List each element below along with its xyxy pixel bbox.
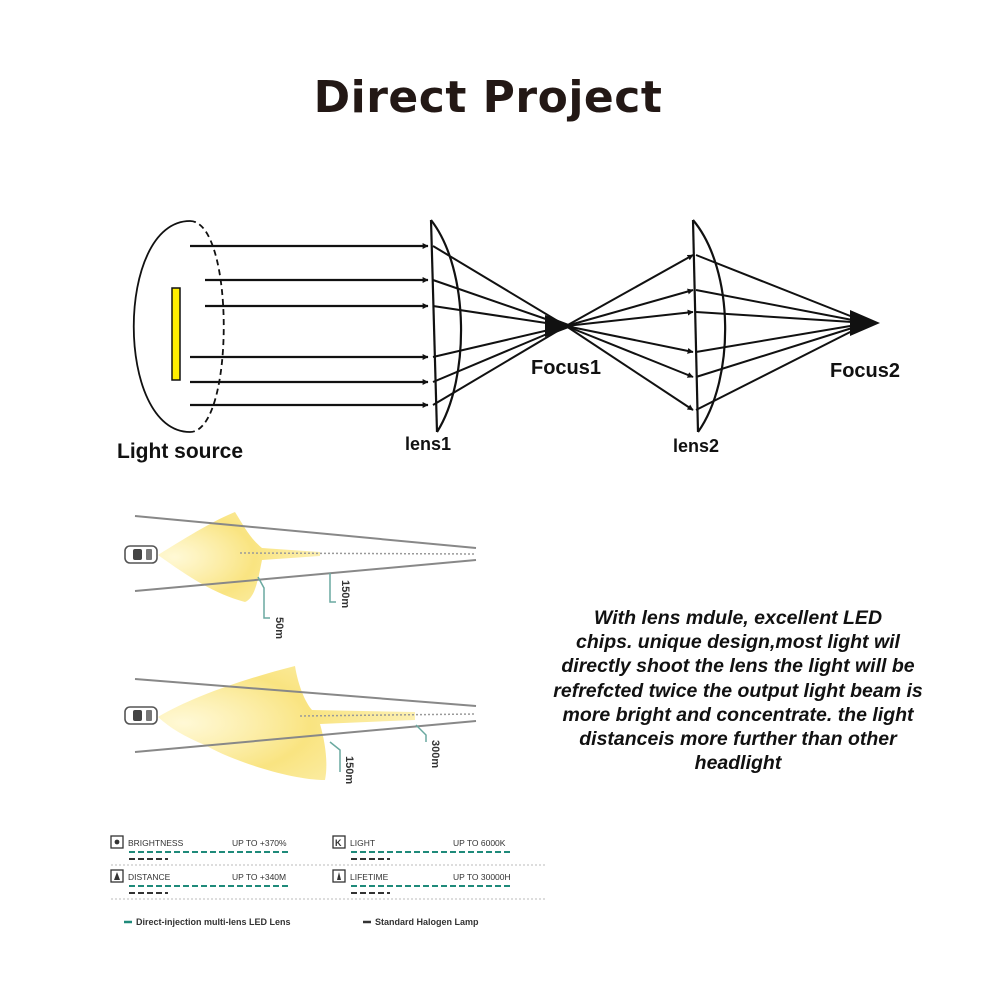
car-icon (124, 545, 158, 564)
lifetime-icon (332, 869, 346, 883)
description-line: directly shoot the lens the light will b… (561, 655, 915, 678)
spec-light: K LIGHT UP TO 6000K (332, 835, 511, 860)
optics-diagram: Light source lens1 lens2 Focus1 Focus2 (117, 219, 900, 463)
focus1-label: Focus1 (531, 357, 601, 379)
light-k-icon (332, 835, 346, 849)
description-line: headlight (694, 752, 782, 775)
focus2-point (850, 310, 880, 336)
beam-long-near-label: 150m (343, 756, 355, 784)
focus1-point (545, 315, 574, 337)
beam-short (158, 512, 320, 602)
description-line: distanceis more further than other (579, 728, 897, 751)
diverging-rays (565, 254, 694, 411)
light-source-label: Light source (117, 440, 243, 463)
spec-distance-value: UP TO +340M (232, 872, 286, 882)
focus2-label: Focus2 (830, 360, 900, 382)
spec-lifetime-label: LIFETIME (350, 872, 389, 882)
beam-long-far-label: 300m (429, 740, 441, 768)
converging-rays-1 (432, 245, 567, 406)
lens2-label: lens2 (673, 436, 719, 456)
spec-lifetime: LIFETIME UP TO 30000H (332, 869, 511, 894)
beam-diagram-short: 50m 150m (124, 512, 477, 639)
description-line: chips. unique design,most light wil (576, 631, 900, 654)
lens1 (429, 219, 463, 433)
beam-diagrams: 50m 150m 150m 300m (124, 512, 477, 784)
parallel-rays (190, 243, 429, 408)
beam-short-far-label: 150m (339, 580, 351, 608)
legend: Direct-injection multi-lens LED Lens Sta… (124, 917, 479, 927)
legend-led-label: Direct-injection multi-lens LED Lens (136, 917, 291, 927)
spec-brightness-label: BRIGHTNESS (128, 838, 184, 848)
spec-brightness-value: UP TO +370% (232, 838, 287, 848)
description-line: refrefcted twice the output light beam i… (553, 679, 923, 702)
description-line: With lens mdule, excellent LED (593, 607, 883, 629)
spec-distance: DISTANCE UP TO +340M (110, 869, 288, 894)
lens1-label: lens1 (405, 434, 451, 454)
spec-light-value: UP TO 6000K (453, 838, 506, 848)
distance-icon (110, 869, 124, 883)
lens2 (691, 219, 727, 433)
spec-brightness: BRIGHTNESS UP TO +370% (110, 835, 288, 860)
description-text: With lens mdule, excellent LED chips. un… (508, 606, 968, 775)
spec-lifetime-value: UP TO 30000H (453, 872, 511, 882)
svg-text:K: K (335, 838, 342, 848)
description-line: more bright and concentrate. the light (562, 703, 914, 726)
car-icon (124, 706, 158, 725)
beam-short-near-label: 50m (273, 617, 285, 639)
spec-light-label: LIGHT (350, 838, 375, 848)
spec-distance-label: DISTANCE (128, 872, 171, 882)
beam-long (158, 666, 415, 780)
legend-halogen-label: Standard Halogen Lamp (375, 917, 479, 927)
brightness-icon (110, 835, 124, 849)
converging-rays-2 (695, 254, 869, 411)
led-chip (171, 287, 181, 381)
page-title: Direct Project (313, 72, 663, 123)
beam-diagram-long: 150m 300m (124, 666, 477, 784)
specs-panel: BRIGHTNESS UP TO +370% K LIGHT UP TO 600… (110, 835, 545, 927)
light-source-housing (133, 220, 225, 433)
